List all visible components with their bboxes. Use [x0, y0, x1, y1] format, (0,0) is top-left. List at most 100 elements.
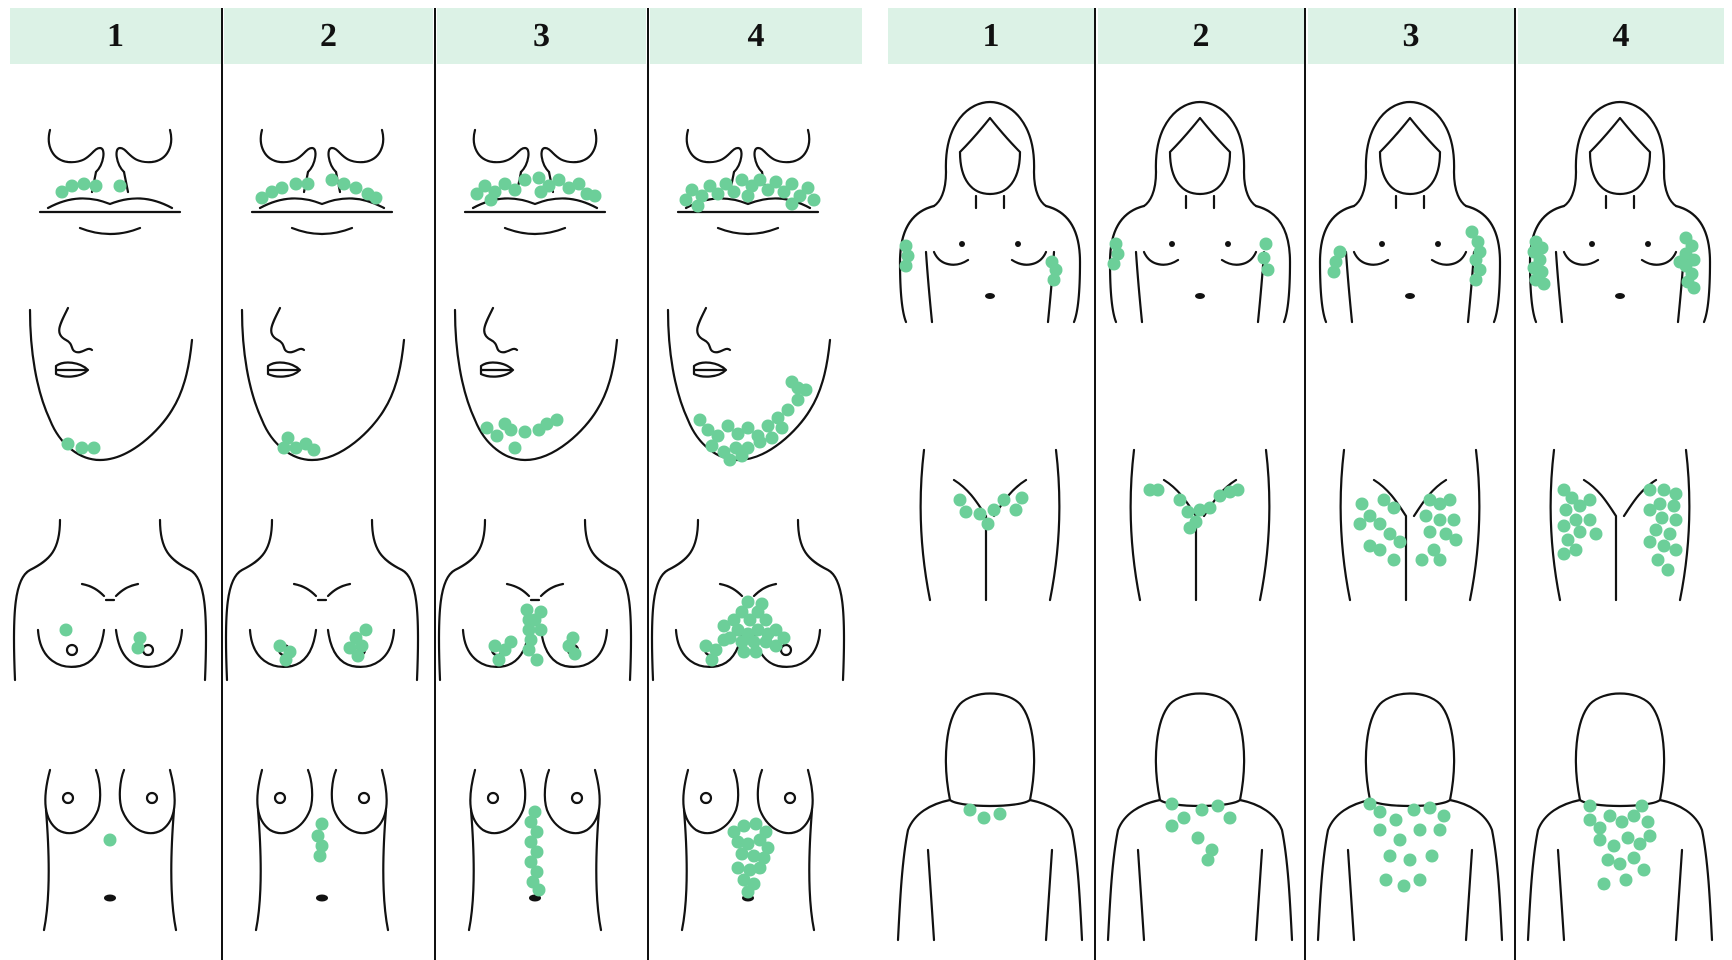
hair-dot — [350, 182, 363, 195]
hair-dot — [782, 404, 795, 417]
arm-figure — [900, 102, 1081, 322]
hair-dot — [589, 190, 602, 203]
shoulder-outline — [798, 520, 844, 680]
hair-dot — [278, 442, 291, 455]
hair-dot — [1644, 536, 1657, 549]
hair-dot — [1448, 514, 1461, 527]
nose-outline — [329, 130, 384, 172]
hair-dot — [533, 884, 546, 897]
breast-outline — [116, 630, 182, 667]
hair-dot — [1658, 540, 1671, 553]
nipple — [1225, 241, 1231, 247]
hair-dot — [531, 654, 544, 667]
hair-dot — [742, 596, 755, 609]
hair-dot — [114, 180, 127, 193]
back-outline — [1450, 800, 1502, 940]
hair-dot — [1466, 226, 1479, 239]
hair-dot — [738, 820, 751, 833]
hair-dot — [1388, 502, 1401, 515]
shoulder-outline — [226, 520, 272, 680]
hair-dot — [485, 194, 498, 207]
nipple — [785, 793, 795, 803]
breast-outline — [934, 252, 1046, 265]
nipple — [275, 793, 285, 803]
navel — [316, 895, 328, 902]
hair-dot — [1356, 498, 1369, 511]
hair-dot — [742, 886, 755, 899]
breast-outline — [1564, 252, 1676, 265]
hair-dot — [1334, 246, 1347, 259]
hair-dot — [519, 426, 532, 439]
hair-dot — [1394, 834, 1407, 847]
hair-dot — [1388, 554, 1401, 567]
hair-dot — [360, 624, 373, 637]
hair-dot — [1688, 282, 1701, 295]
hair-dot — [900, 260, 913, 273]
hair-dot — [1166, 798, 1179, 811]
hair-dot — [88, 442, 101, 455]
hair-dot — [1644, 504, 1657, 517]
hair-dot — [338, 178, 351, 191]
nose-profile — [271, 308, 304, 352]
lower-lip-line — [292, 228, 352, 234]
thigh-figure — [1551, 450, 1690, 600]
hair-dot — [1258, 252, 1271, 265]
hair-dot — [728, 186, 741, 199]
nipple — [701, 793, 711, 803]
nipple — [1645, 241, 1651, 247]
chin-figure — [242, 308, 404, 460]
hair-dot — [1584, 800, 1597, 813]
hair-dot — [352, 650, 365, 663]
leg-outline — [1551, 450, 1690, 600]
hair-dot — [509, 442, 522, 455]
back-outline — [1030, 800, 1082, 940]
thigh-figure — [1341, 450, 1480, 600]
hair-dot — [1538, 278, 1551, 291]
hair-dot — [1608, 840, 1621, 853]
hair-dot — [290, 178, 303, 191]
navel — [1615, 293, 1625, 299]
shoulder-outline — [160, 520, 206, 680]
hair-dot — [551, 414, 564, 427]
hair-dot — [1670, 488, 1683, 501]
hair-dot — [535, 186, 548, 199]
nose-profile — [484, 308, 517, 352]
shoulder-outline — [439, 520, 485, 680]
hair-dot — [1204, 502, 1217, 515]
shoulder-outline — [585, 520, 631, 680]
hair-dot — [988, 504, 1001, 517]
hair-outline — [934, 172, 946, 206]
hair-dot — [792, 382, 805, 395]
nose-outline — [687, 130, 742, 172]
hair-outline — [1354, 172, 1366, 206]
hair-dot — [308, 444, 321, 457]
hair-dot — [509, 184, 522, 197]
hair-outline — [1144, 172, 1156, 206]
hair-dot — [1558, 520, 1571, 533]
clavicles — [507, 584, 563, 600]
hair-dot — [1424, 526, 1437, 539]
hair-dot — [1434, 554, 1447, 567]
back-outline — [1660, 800, 1712, 940]
hair-dot — [505, 636, 518, 649]
hair-dot — [692, 200, 705, 213]
hair-dot — [1644, 484, 1657, 497]
hair-dot — [1414, 824, 1427, 837]
hair-dot — [1016, 492, 1029, 505]
navel — [1195, 293, 1205, 299]
hair-dot — [994, 808, 1007, 821]
hair-dot — [1668, 500, 1681, 513]
hair-dot — [1664, 528, 1677, 541]
upper-abdomen-figure — [682, 770, 814, 930]
hair-dot — [706, 440, 719, 453]
torso-sides — [44, 810, 176, 930]
head-hair-outline — [946, 694, 1034, 807]
hair-dot — [1670, 514, 1683, 527]
hair-dot — [90, 180, 103, 193]
chin-figure — [30, 308, 192, 460]
hair-dot — [1196, 804, 1209, 817]
hair-dot — [1622, 832, 1635, 845]
hair-dot — [754, 436, 767, 449]
hair-dot — [1570, 514, 1583, 527]
hair-dot — [954, 494, 967, 507]
